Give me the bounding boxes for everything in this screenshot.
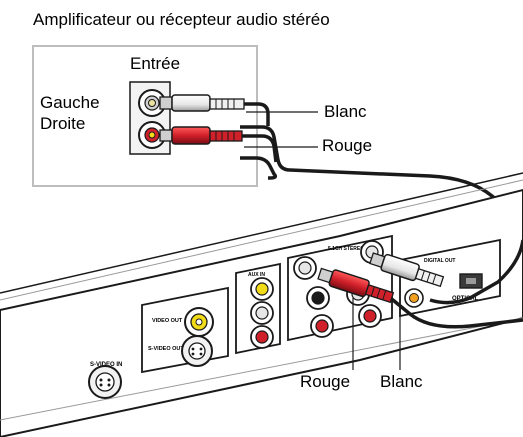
aux-in-block: AUX IN — [235, 262, 281, 355]
callout-red-bottom: Rouge — [300, 372, 351, 391]
white-plug-top — [159, 94, 245, 112]
red-plug-top — [159, 126, 243, 145]
diagram-title: Amplificateur ou récepteur audio stéréo — [33, 10, 330, 29]
input-label: Entrée — [130, 54, 181, 73]
aux-in-label: AUX IN — [248, 272, 265, 278]
callout-white-bottom: Blanc — [380, 372, 423, 391]
svideo-out-label: S-VIDEO OUT — [148, 346, 184, 352]
video-out-label: VIDEO OUT — [152, 318, 183, 324]
svideo-in-port: S-VIDEO IN — [88, 362, 122, 399]
red-cable-bottom — [386, 294, 523, 329]
amp-jack-right — [138, 121, 166, 149]
callout-white-top: Blanc — [324, 102, 367, 121]
svideo-in-label: S-VIDEO IN — [90, 362, 122, 368]
red-plug-bottom — [317, 267, 395, 304]
right-channel-label: Droite — [40, 114, 86, 133]
red-cable-top — [240, 156, 278, 180]
callout-red-top: Rouge — [322, 136, 373, 155]
player-panel-top-edge — [0, 172, 523, 294]
white-cable-bottom — [429, 239, 523, 305]
left-channel-label: Gauche — [40, 93, 100, 112]
stereo-label: 5.1CH STEREO — [328, 246, 364, 252]
white-plug-bottom — [369, 252, 445, 288]
amp-jack-left — [138, 89, 166, 117]
video-out-block: VIDEO OUT S-VIDEO OUT — [141, 286, 229, 374]
stereo-block: 5.1CH STEREO — [287, 234, 393, 342]
digital-out-label: DIGITAL OUT — [424, 258, 455, 264]
